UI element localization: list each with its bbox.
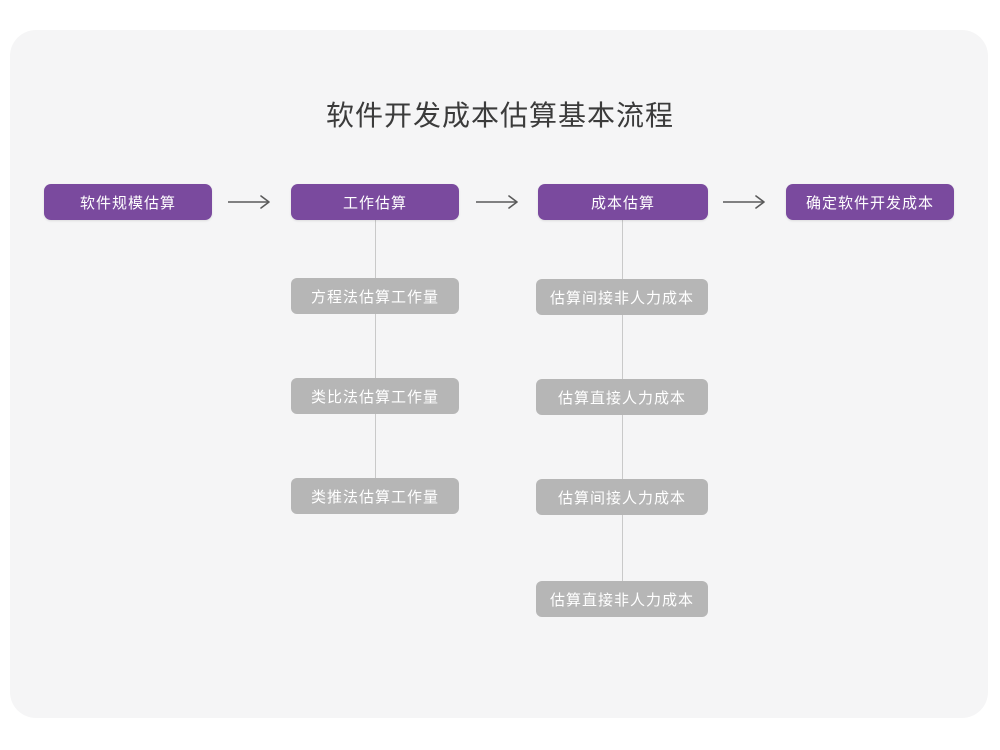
branch-2-item-2[interactable]: 估算直接人力成本 <box>536 379 708 415</box>
branch-1-item-3[interactable]: 类推法估算工作量 <box>291 478 459 514</box>
branch-2-item-1[interactable]: 估算间接非人力成本 <box>536 279 708 315</box>
connector-line <box>375 414 376 478</box>
arrow-right-icon <box>723 194 769 210</box>
connector-line <box>375 220 376 278</box>
arrow-right-icon <box>476 194 522 210</box>
flow-step-2[interactable]: 工作估算 <box>291 184 459 220</box>
flow-step-3[interactable]: 成本估算 <box>538 184 708 220</box>
page-title: 软件开发成本估算基本流程 <box>325 100 674 131</box>
content-card <box>10 30 988 718</box>
connector-line <box>622 415 623 479</box>
connector-line <box>622 515 623 581</box>
branch-2-item-3[interactable]: 估算间接人力成本 <box>536 479 708 515</box>
connector-line <box>375 314 376 378</box>
branch-1-item-1[interactable]: 方程法估算工作量 <box>291 278 459 314</box>
connector-line <box>622 315 623 379</box>
flow-step-4[interactable]: 确定软件开发成本 <box>786 184 954 220</box>
arrow-right-icon <box>228 194 274 210</box>
branch-2-item-4[interactable]: 估算直接非人力成本 <box>536 581 708 617</box>
flow-step-1[interactable]: 软件规模估算 <box>44 184 212 220</box>
branch-1-item-2[interactable]: 类比法估算工作量 <box>291 378 459 414</box>
connector-line <box>622 220 623 279</box>
